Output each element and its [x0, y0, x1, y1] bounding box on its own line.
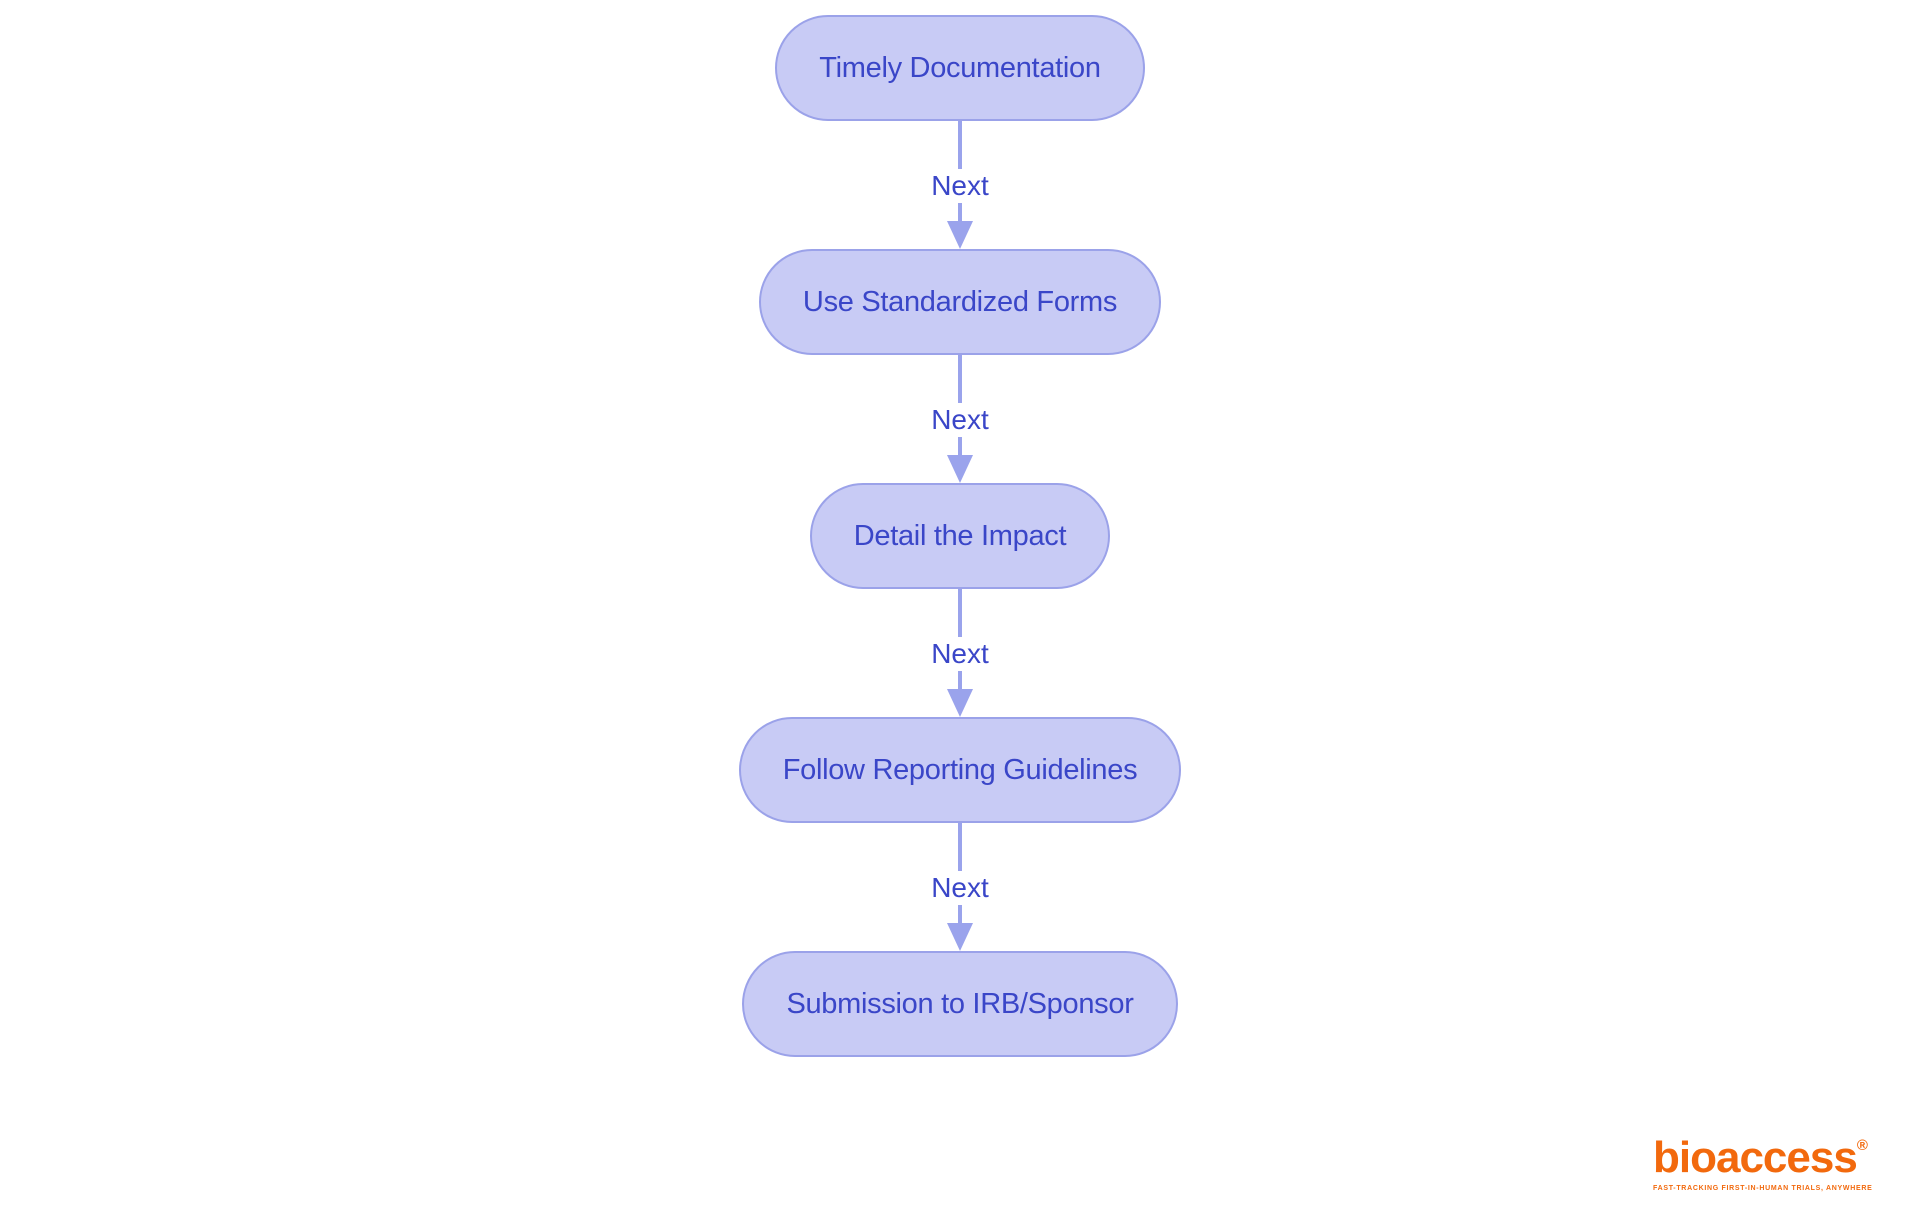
arrowhead-icon	[946, 923, 973, 951]
flow-node-label: Detail the Impact	[853, 519, 1067, 552]
edge-line	[957, 203, 962, 221]
bioaccess-logo: bioaccess® FAST-TRACKING FIRST-IN-HUMAN …	[1653, 1122, 1873, 1193]
edge-connector-1: Next	[931, 121, 989, 249]
edge-label: Next	[931, 872, 989, 903]
flow-node-timely-documentation: Timely Documentation	[775, 15, 1145, 121]
flow-node-label: Use Standardized Forms	[802, 285, 1118, 318]
edge-line	[957, 437, 962, 455]
edge-line	[957, 823, 962, 871]
edge-label: Next	[931, 638, 989, 669]
flow-node-follow-reporting-guidelines: Follow Reporting Guidelines	[738, 717, 1182, 823]
flow-node-detail-the-impact: Detail the Impact	[809, 483, 1111, 589]
arrowhead-icon	[946, 221, 973, 249]
edge-line	[957, 671, 962, 689]
logo-tagline: FAST-TRACKING FIRST-IN-HUMAN TRIALS, ANY…	[1653, 1185, 1873, 1192]
bioaccess-logotype: bioaccess®	[1653, 1122, 1872, 1182]
flow-node-label: Timely Documentation	[819, 51, 1101, 84]
edge-label: Next	[931, 404, 989, 435]
flow-node-submission-to-irb-sponsor: Submission to IRB/Sponsor	[742, 951, 1178, 1057]
edge-line	[957, 355, 962, 403]
edge-label: Next	[931, 170, 989, 201]
edge-line	[957, 589, 962, 637]
flow-node-label: Follow Reporting Guidelines	[782, 753, 1138, 786]
edge-line	[957, 121, 962, 169]
edge-connector-3: Next	[931, 589, 989, 717]
flow-node-label: Submission to IRB/Sponsor	[786, 987, 1134, 1020]
arrowhead-icon	[946, 689, 973, 717]
flowchart: Timely Documentation Next Use Standardiz…	[738, 15, 1182, 1057]
logo-text: bioaccess	[1653, 1133, 1858, 1182]
edge-line	[957, 905, 962, 923]
edge-connector-4: Next	[931, 823, 989, 951]
registered-trademark-icon: ®	[1856, 1137, 1868, 1154]
flow-node-use-standardized-forms: Use Standardized Forms	[758, 249, 1162, 355]
arrowhead-icon	[946, 455, 973, 483]
edge-connector-2: Next	[931, 355, 989, 483]
